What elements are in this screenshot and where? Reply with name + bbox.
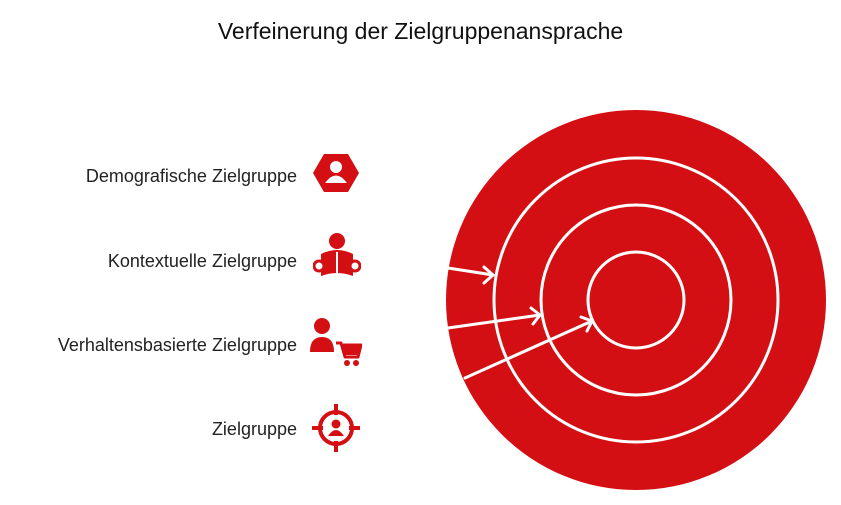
arrowhead-3 (579, 315, 594, 333)
person-reading-icon (313, 233, 361, 276)
arrowhead-1 (482, 265, 495, 285)
arrow-line-2 (446, 313, 542, 330)
level-label-kontextuell: Kontextuelle Zielgruppe (107, 251, 297, 271)
ring-middle (539, 203, 733, 397)
ring-inner (586, 250, 686, 350)
ring-outer (492, 156, 780, 444)
crosshair-person-icon (312, 404, 360, 452)
arrow-line-1 (446, 266, 495, 277)
level-label-zielgruppe: Zielgruppe (211, 419, 297, 439)
hexagon-person-icon (313, 154, 359, 192)
diagram-title: Verfeinerung der Zielgruppenansprache (217, 18, 624, 44)
arrow-line-3 (463, 319, 594, 380)
level-label-demografisch: Demografische Zielgruppe (85, 166, 297, 186)
arrowhead-2 (529, 306, 542, 326)
level-label-verhaltensbasiert: Verhaltensbasierte Zielgruppe (57, 335, 297, 355)
target-disc (446, 110, 826, 490)
person-cart-icon (310, 318, 362, 366)
